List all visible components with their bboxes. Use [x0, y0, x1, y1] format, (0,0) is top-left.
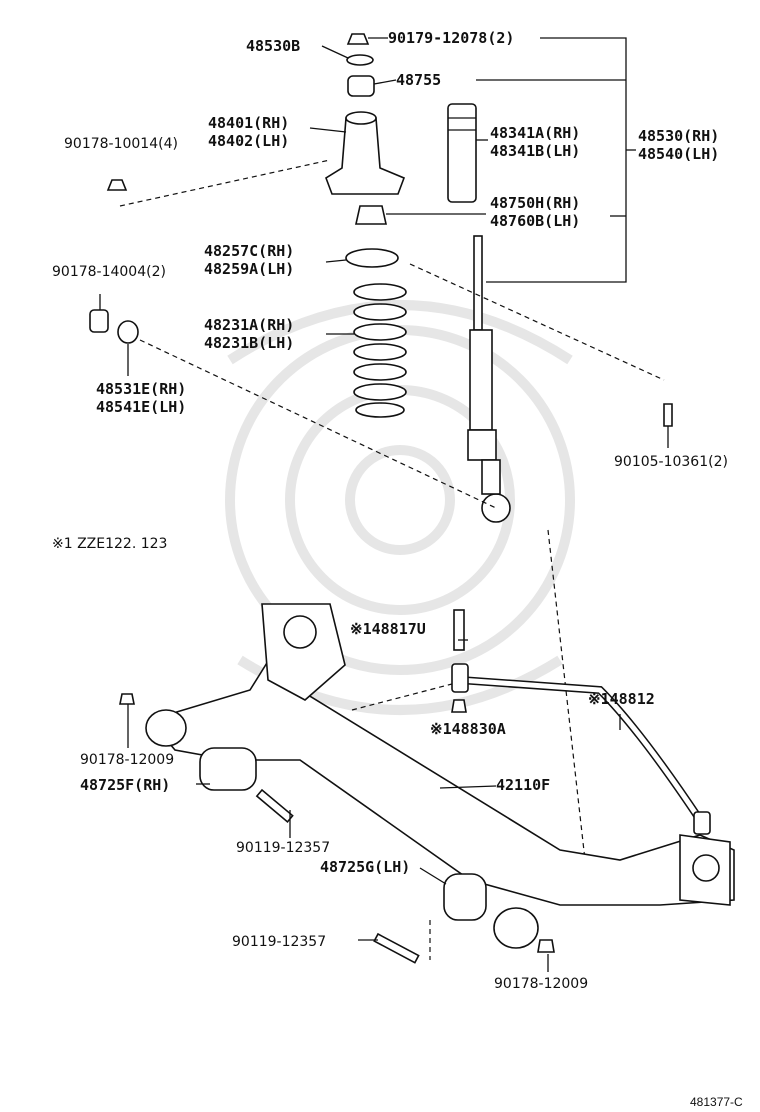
label-p5: 90178-10014(4)	[64, 136, 178, 152]
label-p4a: 48401(RH)	[208, 114, 289, 132]
label-p18: 48725F(RH)	[80, 776, 170, 794]
label-p13: 90105-10361(2)	[614, 454, 728, 470]
left-mount-plate	[261, 603, 346, 701]
shock-absorber	[467, 235, 511, 523]
label-p11a: 48231A(RH)	[204, 316, 294, 334]
bushing-48725F	[199, 747, 257, 791]
nut-90178-14004	[89, 309, 109, 333]
top-nut	[346, 33, 370, 45]
spring-seat	[345, 248, 399, 268]
strut-mount-parts	[89, 33, 673, 523]
label-p19: 42110F	[496, 776, 550, 794]
label-p16: ※148830A	[430, 720, 506, 738]
part-labels: 90179-12078(2) 48530B 48755 48401(RH) 48…	[52, 29, 743, 1109]
right-trailing-bush-housing	[493, 907, 539, 949]
nut-48830A	[451, 699, 467, 713]
upper-bushing	[347, 75, 375, 97]
lower-insulator	[117, 320, 139, 344]
label-p6a: 48341A(RH)	[490, 124, 580, 142]
label-p15: ※148812	[588, 690, 655, 708]
bolt-90105-10361	[663, 403, 673, 427]
nut-90178-12009-a	[119, 693, 135, 705]
label-p7a: 48530(RH)	[638, 127, 719, 145]
label-p23: 90178-12009	[494, 976, 588, 992]
label-p12a: 48531E(RH)	[96, 380, 186, 398]
label-p1: 90179-12078(2)	[388, 29, 514, 47]
label-p10: 90178-14004(2)	[52, 264, 166, 280]
label-vehicle-note: ※1 ZZE122. 123	[52, 536, 167, 552]
bushing-48725G	[443, 873, 487, 921]
label-p12b: 48541E(LH)	[96, 398, 186, 416]
image-code: 481377-C	[690, 1095, 743, 1109]
label-p20: 90119-12357	[236, 840, 330, 856]
bump-stopper	[355, 205, 387, 225]
coil-spring	[353, 283, 407, 418]
label-p22: 90119-12357	[232, 934, 326, 950]
label-p4b: 48402(LH)	[208, 132, 289, 150]
label-p11b: 48231B(LH)	[204, 334, 294, 352]
left-trailing-bush-housing	[145, 709, 187, 747]
label-p7b: 48540(LH)	[638, 145, 719, 163]
dust-boot	[447, 103, 477, 203]
stabilizer-bar	[459, 676, 704, 823]
rear-axle-beam	[119, 603, 735, 964]
label-p8a: 48750H(RH)	[490, 194, 580, 212]
bolt-90119-12357-b	[373, 932, 420, 964]
label-p17: 90178-12009	[80, 752, 174, 768]
label-p14: ※148817U	[350, 620, 426, 638]
bolt-48817U	[453, 609, 465, 651]
leader-lines-upper	[99, 37, 669, 861]
label-p9b: 48259A(LH)	[204, 260, 294, 278]
bolt-90119-12357-a	[255, 788, 294, 823]
stabilizer-bracket	[451, 663, 469, 693]
mount-bolt	[106, 179, 128, 191]
leader-lines-lower	[127, 639, 621, 972]
strut-mount	[325, 117, 406, 195]
label-p9a: 48257C(RH)	[204, 242, 294, 260]
label-p2: 48530B	[246, 37, 300, 55]
label-p6b: 48341B(LH)	[490, 142, 580, 160]
label-p8b: 48760B(LH)	[490, 212, 580, 230]
label-p3: 48755	[396, 71, 441, 89]
label-p21: 48725G(LH)	[320, 858, 410, 876]
nut-90178-12009-b	[537, 939, 555, 953]
washer	[346, 54, 374, 66]
